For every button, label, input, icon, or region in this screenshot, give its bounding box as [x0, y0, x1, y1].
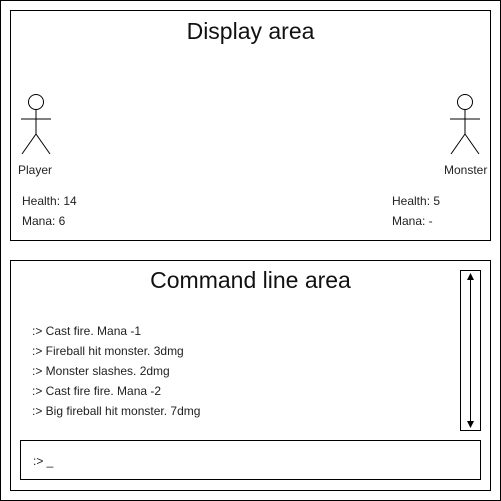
log-line: :> Fireball hit monster. 3dmg: [32, 344, 184, 358]
log-scrollbar[interactable]: [460, 270, 481, 431]
command-input-prompt: :> _: [33, 454, 54, 468]
log-line: :> Monster slashes. 2dmg: [32, 364, 170, 378]
scroll-double-arrow-icon: [467, 273, 474, 428]
monster-label: Monster: [444, 163, 488, 177]
command-input-field[interactable]: :> _: [20, 440, 481, 480]
monster-stick-figure-icon: [450, 94, 480, 155]
display-area-title: Display area: [186, 18, 315, 44]
log-line: :> Big fireball hit monster. 7dmg: [32, 404, 201, 418]
log-line: :> Cast fire fire. Mana -2: [32, 384, 162, 398]
player-health: Health: 14: [22, 194, 77, 208]
monster-mana: Mana: -: [392, 214, 433, 228]
monster-health: Health: 5: [392, 194, 441, 208]
log-line: :> Cast fire. Mana -1: [32, 324, 142, 338]
command-line-area-panel: [10, 260, 491, 491]
command-line-area-title: Command line area: [150, 267, 351, 293]
player-label: Player: [18, 163, 53, 177]
display-area-panel: [10, 10, 491, 241]
player-stick-figure-icon: [21, 94, 51, 155]
player-mana: Mana: 6: [22, 214, 66, 228]
